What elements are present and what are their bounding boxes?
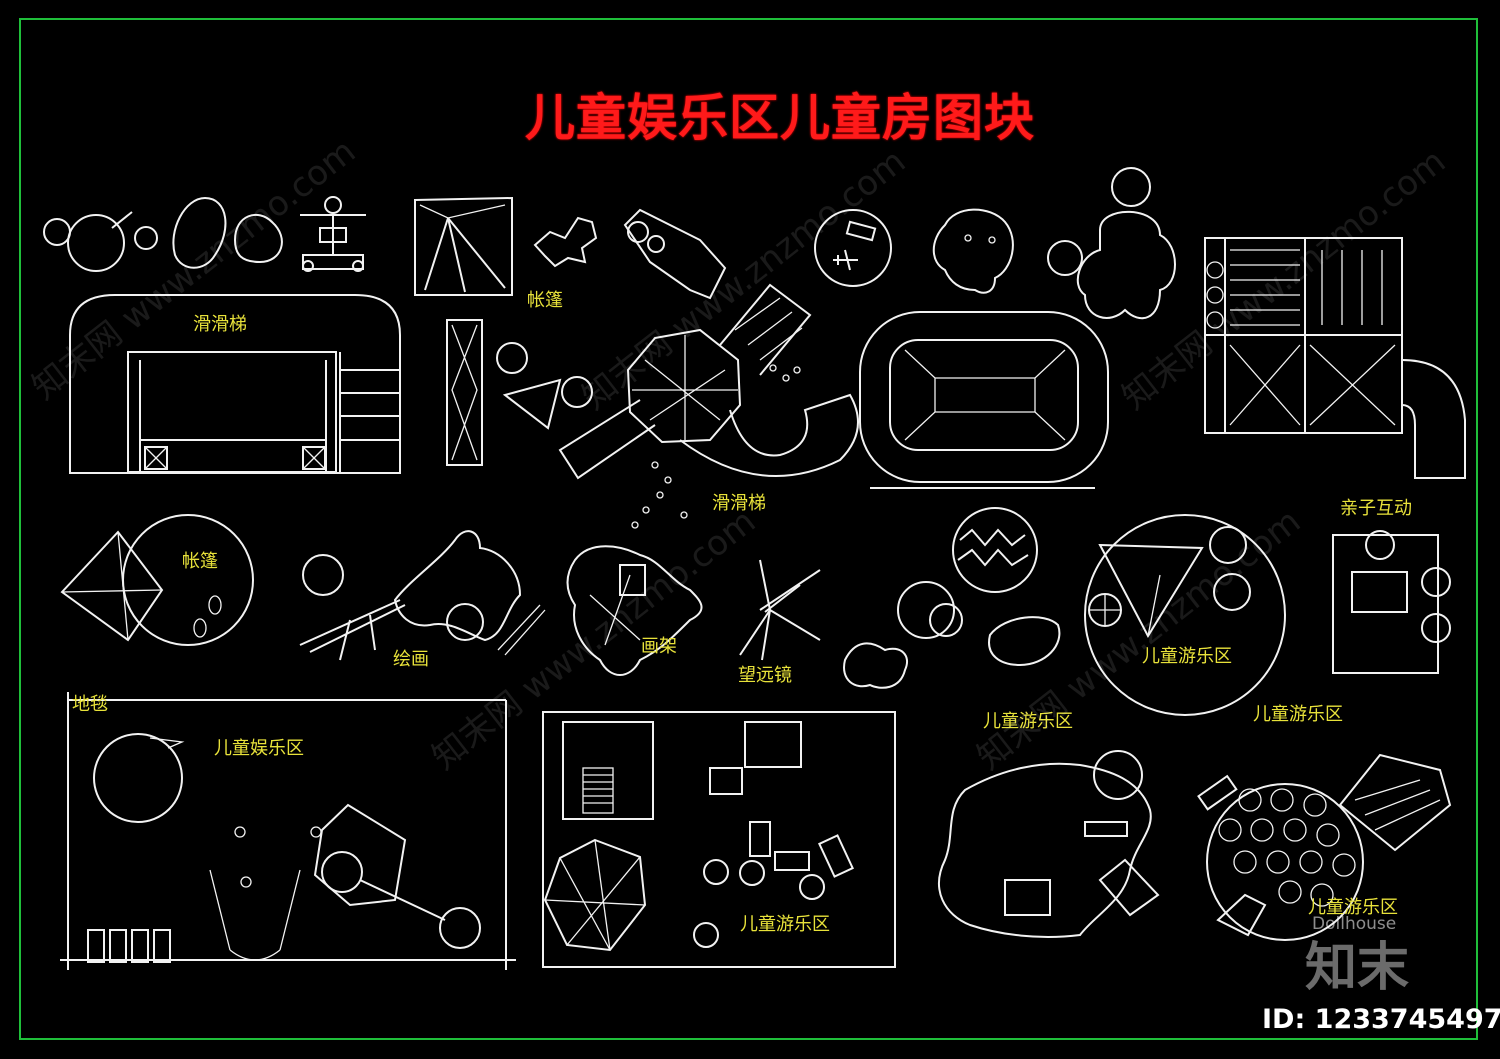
ride-on-toy-block — [623, 208, 727, 300]
rounded-pool-block — [859, 311, 1109, 489]
label-play-area-4: 儿童游乐区 — [740, 914, 830, 935]
label-easel: 画架 — [641, 636, 677, 657]
play-balls-block — [43, 196, 283, 272]
label-play-area-5: 儿童游乐区 — [1308, 897, 1398, 918]
airplane-token-block — [814, 209, 892, 287]
play-room-block — [542, 711, 896, 968]
playground-blob-block — [938, 750, 1160, 938]
label-tent-2: 帐篷 — [182, 551, 218, 572]
rings-block — [496, 342, 593, 430]
label-carpet: 地毯 — [72, 694, 108, 715]
carpet-area-block — [60, 692, 516, 970]
label-play-area-1: 儿童游乐区 — [1142, 646, 1232, 667]
parent-child-table-block — [1332, 530, 1451, 674]
bear-face-block — [932, 208, 1014, 294]
toy-creature-block — [533, 216, 598, 268]
drawing-frame — [19, 18, 1478, 1040]
label-slide-1: 滑滑梯 — [193, 314, 247, 335]
ladder-frame-block — [446, 319, 483, 466]
tent-square-block — [414, 196, 513, 296]
octagon-slide-tower-block — [558, 283, 859, 529]
label-tent-1: 帐篷 — [527, 290, 563, 311]
circle-cluster-block — [1047, 167, 1176, 320]
tricycle-block — [300, 196, 366, 272]
brand-watermark: 知末 — [1305, 938, 1410, 998]
label-play-area-2: 儿童游乐区 — [983, 711, 1073, 732]
label-painting: 绘画 — [393, 649, 429, 670]
telescope-block — [739, 559, 821, 661]
label-entertainment: 儿童娱乐区 — [214, 738, 304, 759]
round-play-area-block — [1197, 753, 1452, 941]
play-area-circle-block — [1084, 514, 1286, 716]
ball-and-toys-block — [843, 507, 1061, 689]
easel-block — [566, 545, 703, 676]
label-slide-2: 滑滑梯 — [712, 493, 766, 514]
playhouse-plan-block — [1204, 237, 1466, 479]
label-parent-child: 亲子互动 — [1340, 498, 1412, 519]
drawing-title: 儿童娱乐区儿童房图块 — [525, 89, 1035, 147]
slide-structure-block — [69, 294, 401, 474]
image-id-label: ID: 1233745497 — [1262, 1004, 1500, 1035]
tent-circle-block — [60, 514, 254, 646]
painting-block — [299, 530, 546, 661]
label-play-area-3: 儿童游乐区 — [1253, 704, 1343, 725]
label-dollhouse: Dollhouse — [1312, 914, 1397, 934]
label-telescope: 望远镜 — [738, 665, 792, 686]
